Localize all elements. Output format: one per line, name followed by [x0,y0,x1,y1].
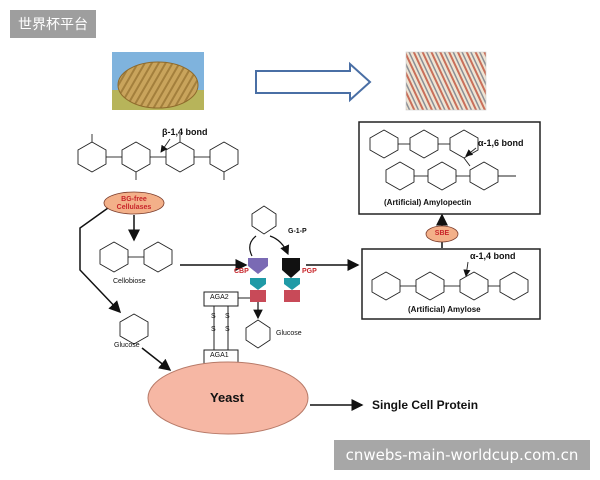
beta-bond-label: β-1,4 bond [162,127,208,137]
process-arrow-icon [255,61,372,103]
glucose-structure-left [119,313,149,345]
pgp-enzyme-icon [282,258,300,278]
enzyme-line1: BG-free [121,196,147,203]
g1p-label: G-1-P [288,228,307,235]
disulfide-s-2: S [211,326,216,333]
cbp-enzyme-icon [248,258,268,274]
hay-bale-photo-icon [112,52,204,110]
disulfide-s-1: S [211,313,216,320]
site-tag: 世界杯平台 [10,10,96,38]
aga2-label: AGA2 [210,294,229,301]
sbe-pill [425,225,459,243]
watermark: cnwebs-main-worldcup.com.cn [334,440,590,470]
aga1-label: AGA1 [210,352,229,359]
cellobiose-structure [99,241,173,273]
bg-free-cellulases-pill [103,191,165,215]
disulfide-s-4: S [225,326,230,333]
aga-anchor [203,291,250,365]
single-cell-protein-label: Single Cell Protein [372,398,479,412]
alpha16-bond-label: α-1,6 bond [478,138,524,148]
starch-noodles-photo-icon [405,51,487,111]
pgp-label: PGP [302,268,317,275]
bg-free-cellulases-label: BG-free Cellulases [108,196,160,212]
sbe-label: SBE [434,230,450,237]
g1p-structure [251,205,277,235]
glucose-structure-mid [245,319,271,349]
receptor-icons [250,278,300,302]
cellobiose-label: Cellobiose [113,278,146,285]
cbp-label: CBP [234,268,249,275]
disulfide-s-3: S [225,313,230,320]
alpha14-bond-label: α-1,4 bond [470,251,516,261]
amylose-label: (Artificial) Amylose [408,305,481,314]
enzyme-line2: Cellulases [116,204,152,211]
cellulose-structure [77,134,239,180]
yeast-label: Yeast [210,390,244,405]
amylose-box [361,248,541,320]
amylopectin-box [358,121,541,215]
glucose-left-label: Glucose [114,342,140,349]
yeast-cell-icon [147,361,309,435]
amylopectin-label: (Artificial) Amylopectin [384,198,472,207]
glucose-mid-label: Glucose [276,330,302,337]
